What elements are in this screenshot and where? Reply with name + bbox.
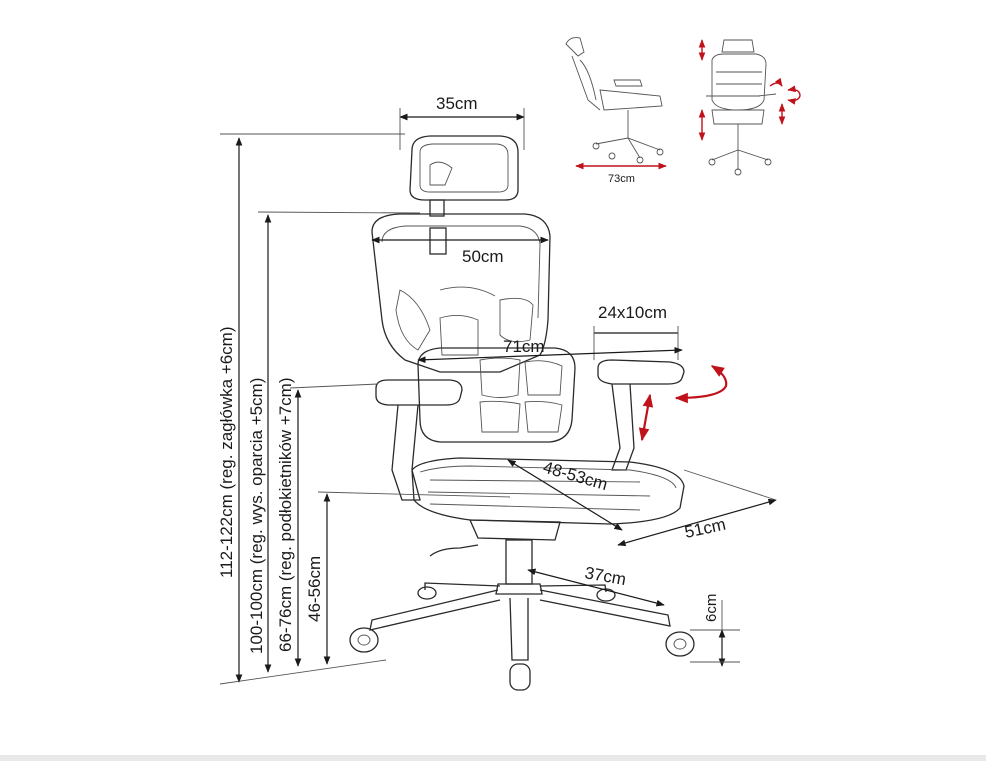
chair-drawing — [349, 135, 695, 691]
backrest-width-label: 50cm — [462, 247, 504, 266]
armrest-height-label: 66-76cm (reg. podłokietników +7cm) — [276, 378, 295, 652]
right-armrest — [597, 359, 685, 471]
gas-column — [429, 519, 561, 595]
dimension-lines — [219, 108, 777, 685]
armrest-pad-label: 24x10cm — [598, 303, 667, 322]
wheel-height-label: 6cm — [703, 594, 720, 622]
thumbnail-side-view: 73cm — [565, 37, 667, 185]
side-view-depth-label: 73cm — [608, 173, 635, 185]
left-armrest — [375, 379, 463, 501]
total-height-label: 112-122cm (reg. zagłówka +6cm) — [217, 327, 236, 579]
seat-height-label: 46-56cm — [305, 556, 324, 622]
seat-depth-label: 48-53cm — [541, 458, 610, 494]
casters — [349, 586, 695, 691]
bottom-bar — [0, 755, 986, 761]
armrest-span-label: 71cm — [503, 337, 545, 356]
backrest-height-label: 100-100cm (reg. wys. oparcia +5cm) — [247, 378, 266, 654]
headrest — [409, 135, 519, 217]
adjustment-arrows — [638, 365, 728, 442]
thumbnail-back-view — [698, 39, 801, 176]
lumbar-support — [417, 347, 576, 443]
headrest-width-label: 35cm — [436, 94, 478, 113]
seat-width-label: 51cm — [683, 515, 728, 542]
dimension-labels: 35cm 50cm 24x10cm 71cm 48-53cm 51cm 37cm… — [217, 94, 728, 654]
